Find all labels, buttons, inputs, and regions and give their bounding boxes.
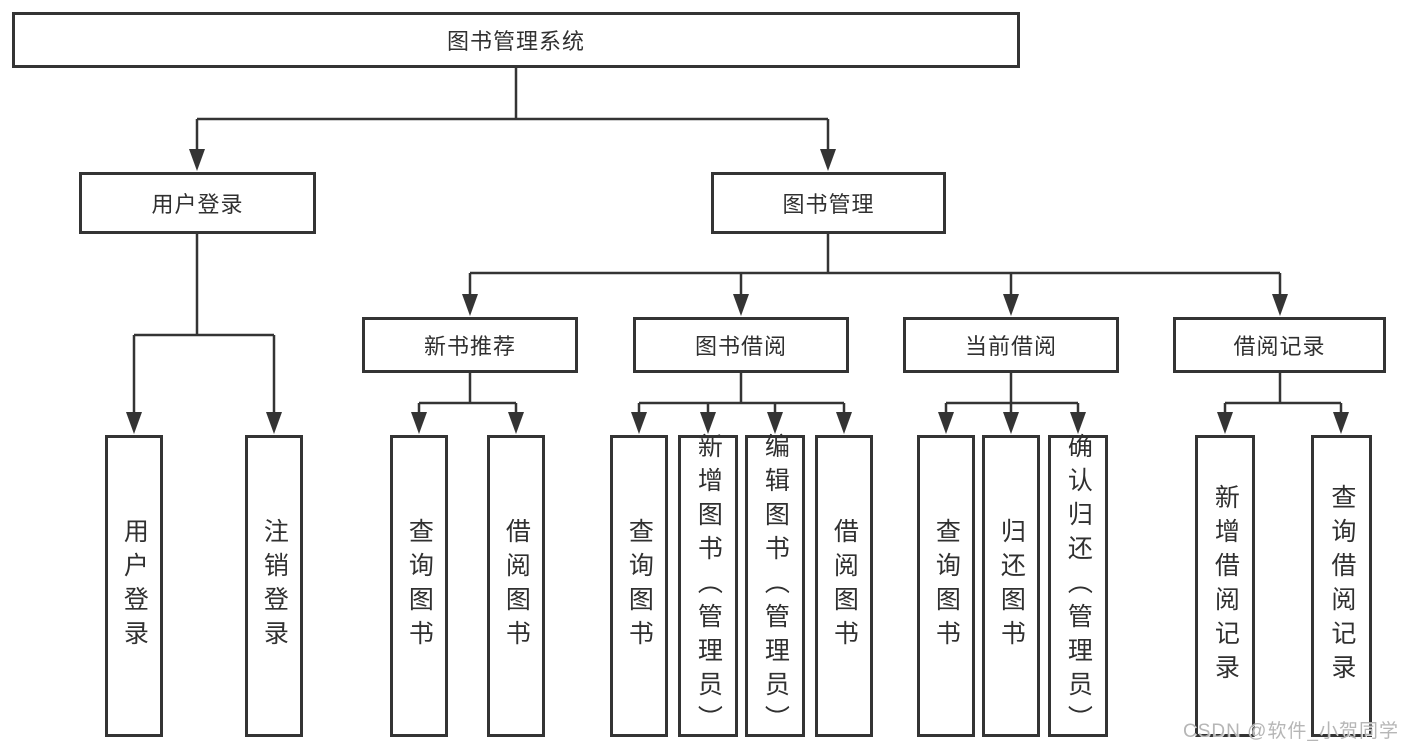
leaf-user-login: 用户登录 [105,435,163,737]
csdn-watermark: CSDN @软件_小贺同学 [1183,721,1399,742]
node-label: 图书借阅 [694,334,787,359]
node-label: 查询图书 [932,518,961,654]
node-label: 查询借阅记录 [1327,484,1356,688]
node-label: 图书管理系统 [446,29,585,54]
node-label: 编辑图书（管理员） [761,433,790,739]
leaf-query-books-current: 查询图书 [917,435,975,737]
node-label: 新书推荐 [423,334,516,359]
leaf-query-books-borrowing: 查询图书 [610,435,668,737]
leaf-query-borrow-record: 查询借阅记录 [1311,435,1372,737]
node-label: 用户登录 [120,518,149,654]
arrowheads [126,149,1349,434]
leaf-query-books-recommend: 查询图书 [390,435,448,737]
node-label: 确认归还（管理员） [1064,433,1093,739]
leaf-borrow-books-borrowing: 借阅图书 [815,435,873,737]
node-label: 归还图书 [997,518,1026,654]
node-new-book-recommendation: 新书推荐 [362,317,578,373]
leaf-confirm-return-admin: 确认归还（管理员） [1048,433,1108,739]
node-label: 新增借阅记录 [1211,484,1240,688]
node-library-management-system: 图书管理系统 [12,12,1020,68]
node-label: 借阅记录 [1233,334,1326,359]
leaf-add-borrow-record: 新增借阅记录 [1195,435,1255,737]
node-label: 注销登录 [260,518,289,654]
node-label: 用户登录 [151,192,244,217]
node-label: 图书管理 [782,192,875,217]
node-user-login: 用户登录 [79,172,316,234]
node-label: 查询图书 [405,518,434,654]
leaf-edit-book-admin: 编辑图书（管理员） [745,433,805,739]
node-label: 当前借阅 [964,334,1057,359]
node-book-borrowing: 图书借阅 [633,317,849,373]
leaf-borrow-books-recommend: 借阅图书 [487,435,545,737]
node-label: 查询图书 [625,518,654,654]
leaf-return-books: 归还图书 [982,435,1040,737]
leaf-logout: 注销登录 [245,435,303,737]
node-current-borrowing: 当前借阅 [903,317,1119,373]
node-label: 借阅图书 [830,518,859,654]
node-book-management: 图书管理 [711,172,946,234]
node-label: 新增图书（管理员） [694,433,723,739]
node-borrowing-records: 借阅记录 [1173,317,1386,373]
leaf-add-book-admin: 新增图书（管理员） [678,433,738,739]
node-label: 借阅图书 [502,518,531,654]
